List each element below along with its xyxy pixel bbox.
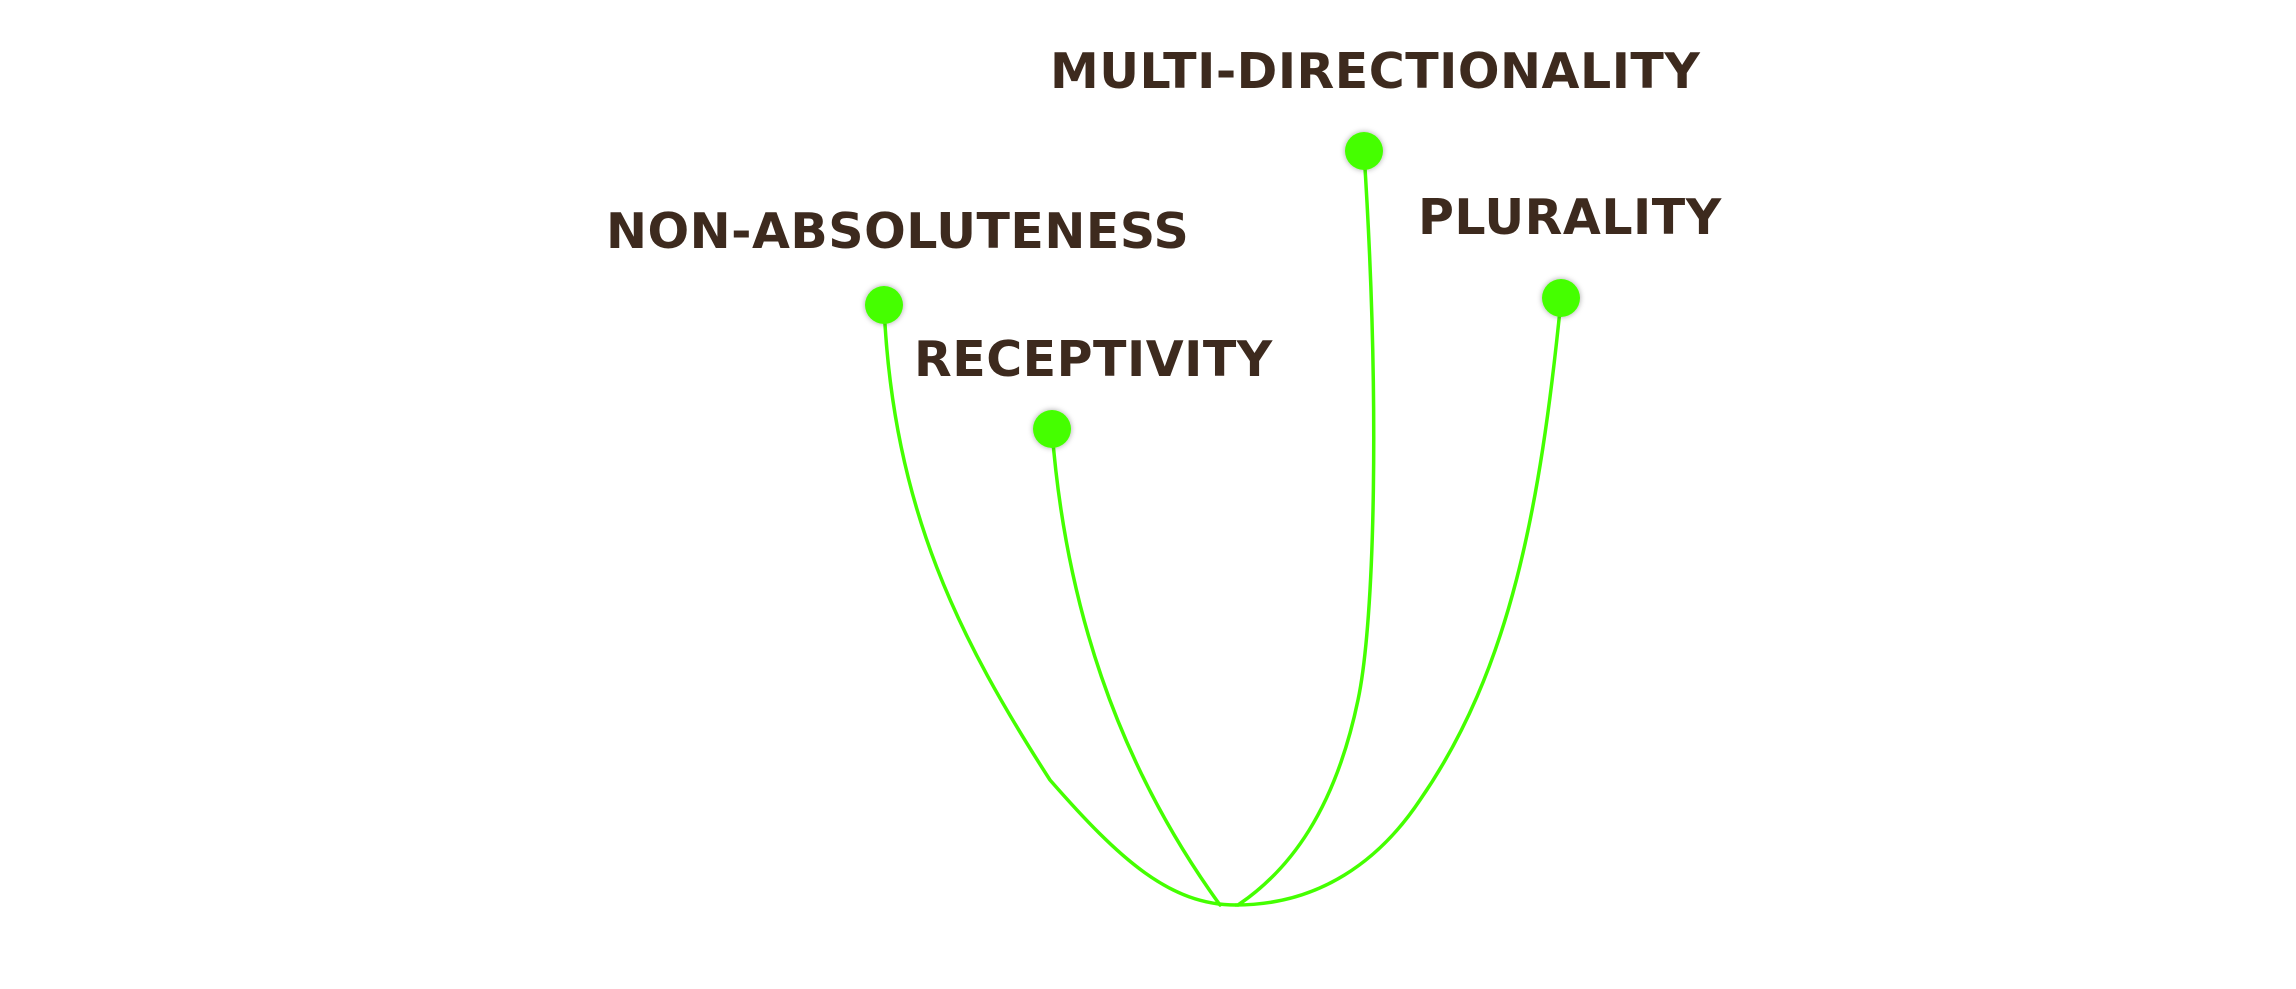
connector-receptivity	[1050, 428, 1222, 907]
connector-non-absoluteness	[882, 304, 1238, 907]
label-receptivity: RECEPTIVITY	[914, 331, 1273, 388]
node-receptivity	[1033, 410, 1071, 448]
connector-multi-directionality	[1236, 150, 1376, 907]
node-non-absoluteness	[865, 286, 903, 324]
label-non-absoluteness: NON-ABSOLUTENESS	[606, 203, 1190, 260]
connector-group	[882, 150, 1563, 907]
connector-plurality	[1234, 298, 1563, 907]
label-multi-directionality: MULTI-DIRECTIONALITY	[1050, 43, 1701, 100]
node-multi-directionality	[1345, 132, 1383, 170]
node-plurality	[1542, 279, 1580, 317]
node-group	[865, 132, 1580, 448]
label-plurality: PLURALITY	[1418, 189, 1722, 246]
